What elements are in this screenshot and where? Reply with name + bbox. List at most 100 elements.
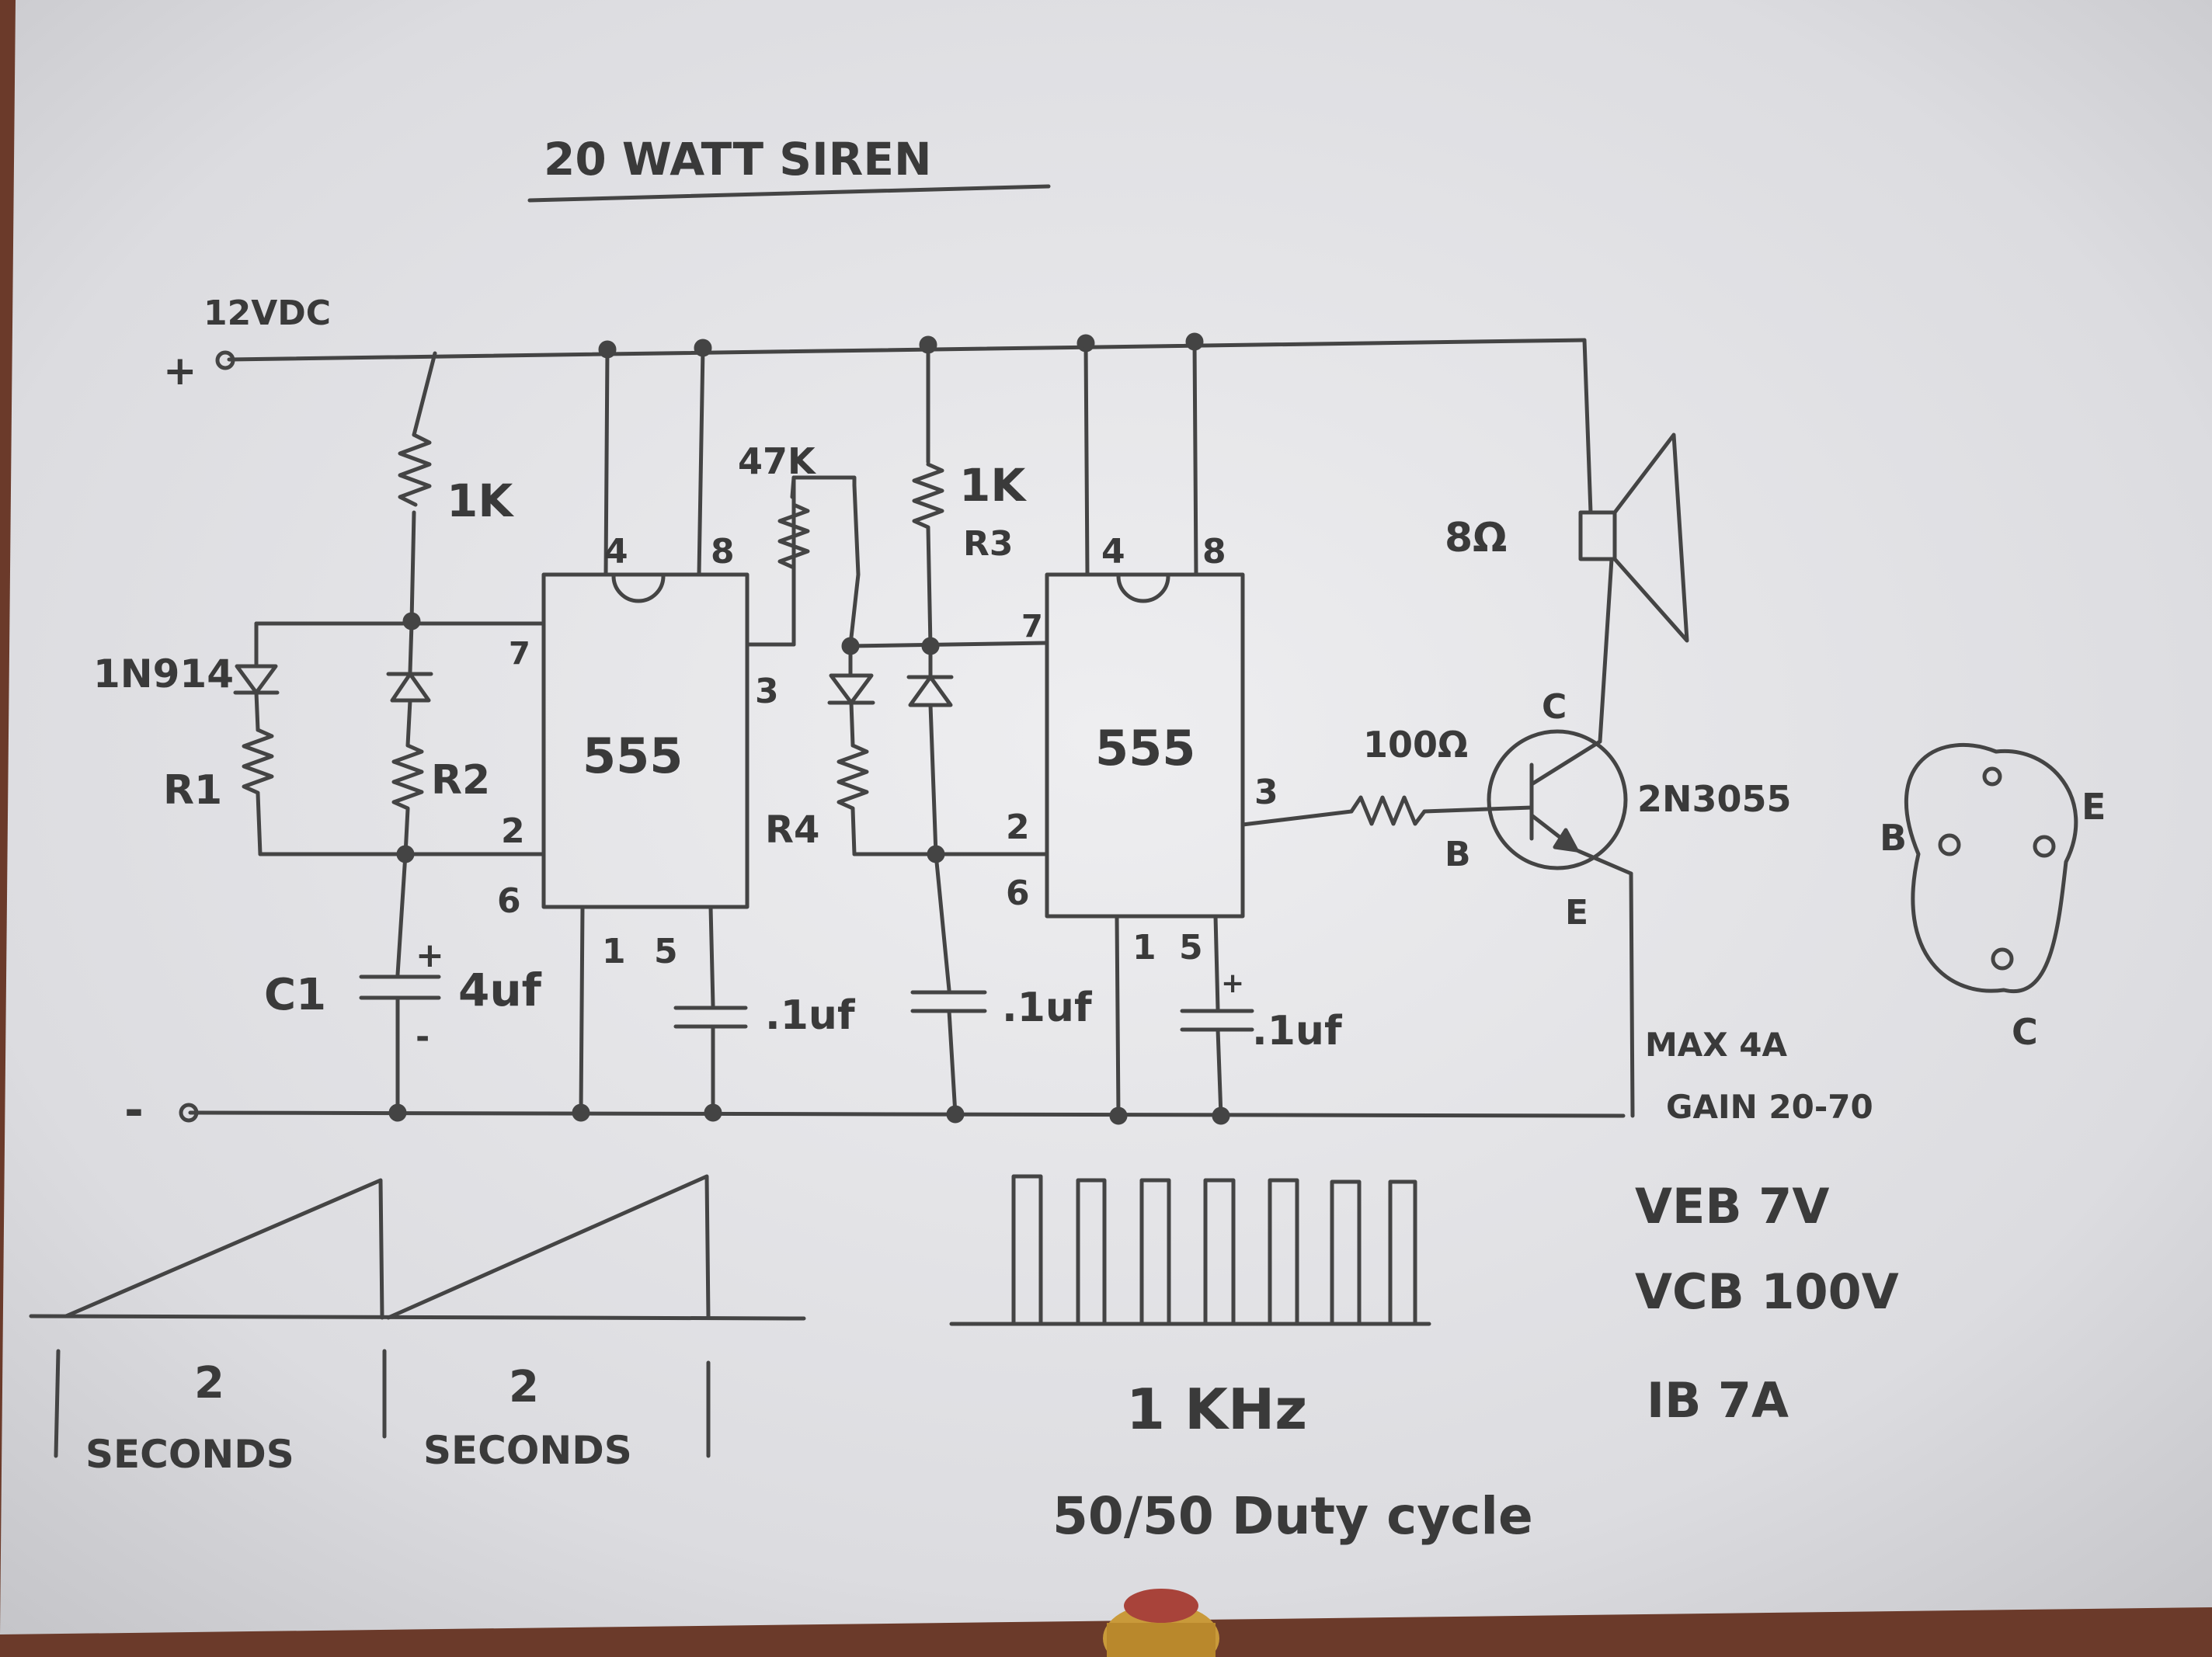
negative-terminal [179, 1103, 199, 1123]
package-hole-top [1982, 766, 2002, 787]
wire-diode4-bottom [928, 703, 938, 856]
wire-diode2 [408, 621, 414, 674]
wire-ic1-out-r4 [791, 475, 857, 647]
wire-speaker-top [1582, 338, 1593, 515]
ic2-notch [1116, 574, 1170, 603]
ic2-555-body [1045, 572, 1245, 919]
ic1-notch [611, 574, 666, 603]
wire-diode2-r2 [405, 698, 412, 748]
ic2-pin5-wire [1213, 914, 1220, 1012]
ic2-pin4-wire [1083, 341, 1090, 577]
ic2-pin8-wire [1192, 339, 1198, 577]
supply-plus-label: + [163, 348, 197, 394]
ic1-pin8-wire [697, 346, 705, 577]
cap-a-label: .1uf [765, 992, 856, 1039]
ic1-pin5-label: 5 [654, 932, 678, 971]
wire-diode1-r1 [254, 690, 260, 732]
ic2-pin1-label: 1 [1132, 928, 1156, 967]
ramp-unit-2: SECONDS [423, 1428, 632, 1473]
ic2-pin3-label: 3 [1254, 773, 1278, 812]
transistor-e-label: E [1565, 893, 1588, 933]
base-resistor-label: 100Ω [1363, 724, 1468, 766]
wire-collector [1598, 557, 1614, 744]
ic1-pin1-wire [579, 905, 585, 1115]
positive-terminal [215, 350, 235, 370]
package-pin-b [1938, 833, 1961, 856]
resistor-r2 [391, 743, 424, 811]
speaker-cone [1612, 432, 1689, 643]
ic1-pin7-label: 7 [509, 636, 530, 672]
ramp-period-2: 2 [509, 1362, 539, 1412]
spec-max-current: MAX 4A [1645, 1026, 1788, 1064]
spec-ib: IB 7A [1647, 1372, 1789, 1429]
ic1-pin4-wire [603, 347, 610, 577]
positive-rail [227, 338, 1587, 362]
speaker-label: 8Ω [1445, 515, 1507, 561]
package-c-label: C [2012, 1011, 2038, 1053]
wire-c1-top [395, 852, 408, 977]
ramp-period-1: 2 [194, 1358, 224, 1409]
resistor-r1-bottom [242, 728, 274, 795]
pencil-tip [1103, 1589, 1219, 1657]
ic2-pin8-label: 8 [1202, 532, 1226, 571]
r3-value-label: 1K [959, 459, 1027, 512]
spec-veb: VEB 7V [1635, 1178, 1829, 1235]
capacitor-ic1-pin5 [673, 1006, 748, 1029]
package-b-label: B [1880, 817, 1907, 859]
package-hole-bottom [1991, 947, 2014, 971]
ic1-555-body [541, 572, 750, 909]
wire-pin7-ic2 [848, 641, 1049, 648]
r4-label: R4 [765, 808, 819, 852]
wire-cap-c-bottom [1216, 1027, 1223, 1118]
wire-r1-top [412, 351, 437, 437]
ic2-pin6-label: 6 [1006, 874, 1030, 913]
r1-value-label: 1K [447, 474, 514, 527]
transistor-label: 2N3055 [1637, 778, 1792, 820]
ic1-pin8-label: 8 [711, 532, 735, 571]
transistor-c-label: C [1542, 687, 1567, 727]
cap-b-label: .1uf [1002, 985, 1093, 1031]
wire-r4-return [790, 475, 796, 499]
c1-label: C1 [264, 970, 326, 1020]
ic2-pin1-wire [1115, 914, 1121, 1118]
r4-value-label: 47K [738, 440, 817, 482]
wire-r3-bottom [926, 526, 933, 648]
ic1-pin3-label: 3 [755, 672, 779, 711]
r3-label: R3 [963, 524, 1014, 564]
transistor-emitter-arrow [1553, 828, 1579, 853]
wire-emitter-ground [1629, 871, 1635, 1118]
speaker-coil [1578, 510, 1617, 561]
transistor-2n3055 [1487, 729, 1628, 870]
c1-minus-label: - [416, 1017, 430, 1057]
ic2-name: 555 [1095, 720, 1195, 776]
package-pin-e [2033, 835, 2056, 858]
negative-rail [188, 1110, 1626, 1118]
wire-r4-bottom [850, 807, 857, 856]
spec-gain: GAIN 20-70 [1666, 1088, 1873, 1126]
ramp-tick-1 [54, 1349, 61, 1458]
wire-ic2-out [1240, 809, 1354, 827]
transistor-b-label: B [1445, 835, 1471, 874]
c1-plus-label: + [416, 936, 444, 975]
square-frequency: 1 KHz [1126, 1377, 1307, 1442]
resistor-47k [777, 502, 810, 570]
wire-cap-b [934, 852, 951, 992]
diode1-label: 1N914 [93, 651, 234, 696]
r2-label: R2 [431, 757, 490, 804]
ic1-pin4-label: 4 [604, 532, 628, 571]
ic1-pin6-label: 6 [497, 881, 521, 921]
ic1-pin1-label: 1 [602, 932, 626, 971]
title-underline [527, 184, 1051, 203]
square-wave [1011, 1174, 1417, 1326]
cap-c-label: .1uf [1252, 1008, 1343, 1054]
wire-diode3-r4 [849, 700, 855, 748]
resistor-base [1349, 795, 1427, 826]
package-e-label: E [2082, 786, 2106, 828]
ramp-wave [64, 1174, 711, 1320]
cap-c-plus-label: + [1221, 967, 1244, 999]
square-duty-cycle: 50/50 Duty cycle [1052, 1486, 1533, 1546]
c1-value-label: 4uf [458, 964, 542, 1016]
transistor-collector [1529, 739, 1602, 787]
wire-base [1422, 805, 1534, 814]
